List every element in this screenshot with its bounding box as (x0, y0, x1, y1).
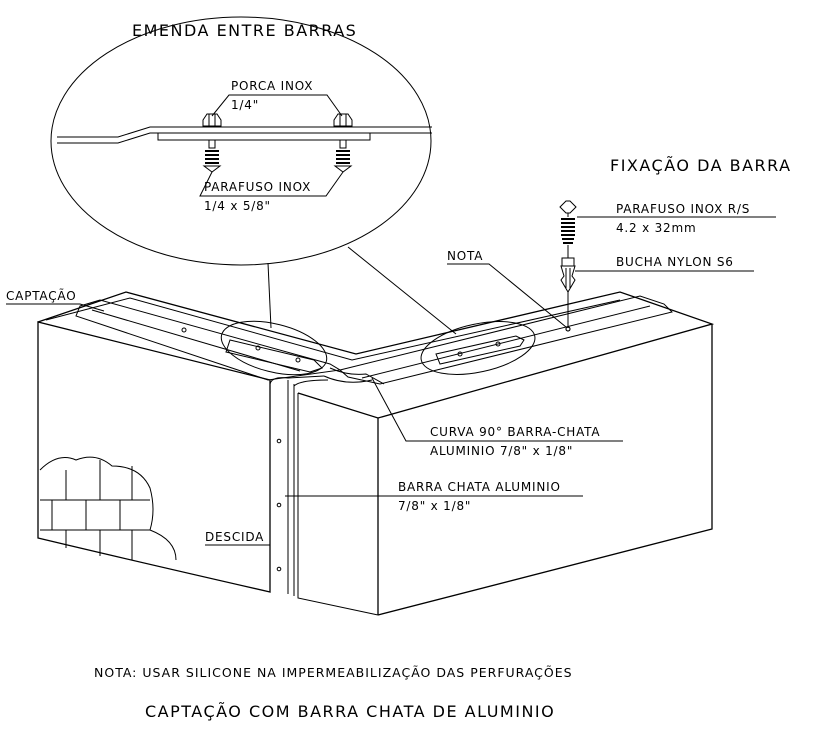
label-descida: DESCIDA (205, 530, 264, 544)
splice-detail: PORCA INOX 1/4" PARAFUSO INOX 1/4 x 5/8" (50, 16, 432, 266)
label-parafuso-fix-1: PARAFUSO INOX R/S (616, 202, 750, 216)
label-curva-1: CURVA 90° BARRA-CHATA (430, 425, 600, 439)
building-corner (37, 291, 715, 616)
label-curva-2: ALUMINIO 7/8" x 1/8" (430, 444, 573, 458)
label-bucha: BUCHA NYLON S6 (616, 255, 734, 269)
nut-bolt-right (333, 113, 353, 173)
label-parafuso-emenda-1: PARAFUSO INOX (204, 180, 311, 194)
main-title: CAPTAÇÃO COM BARRA CHATA DE ALUMINIO (145, 702, 555, 721)
label-barra-1: BARRA CHATA ALUMINIO (398, 480, 561, 494)
label-nota-short: NOTA (447, 249, 483, 263)
note-text: NOTA: USAR SILICONE NA IMPERMEABILIZAÇÃO… (94, 665, 573, 680)
label-parafuso-fix-2: 4.2 x 32mm (616, 221, 696, 235)
detail-title-fixacao: FIXAÇÃO DA BARRA (610, 156, 792, 175)
label-porca-1: PORCA INOX (231, 79, 313, 93)
label-parafuso-emenda-2: 1/4 x 5/8" (204, 199, 271, 213)
fixing-screw-detail: PARAFUSO INOX R/S 4.2 x 32mm BUCHA NYLON… (559, 200, 776, 332)
label-barra-2: 7/8" x 1/8" (398, 499, 471, 513)
detail-title-emenda: EMENDA ENTRE BARRAS (132, 21, 357, 40)
label-captacao: CAPTAÇÃO (6, 288, 76, 303)
brick-pattern (39, 456, 177, 561)
label-porca-2: 1/4" (231, 98, 259, 112)
nut-bolt-left (202, 113, 222, 173)
